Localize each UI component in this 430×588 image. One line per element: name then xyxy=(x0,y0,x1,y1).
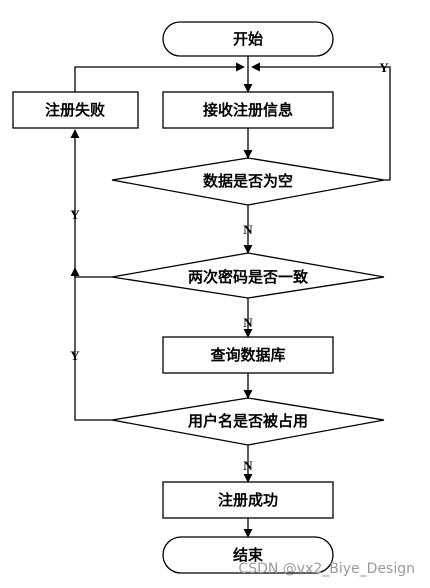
node-start: 开始 xyxy=(162,21,334,57)
node-name-check: 用户名是否被占用 xyxy=(111,397,385,446)
start-label: 开始 xyxy=(233,30,263,48)
connectors xyxy=(70,56,391,538)
receive-box xyxy=(162,91,334,129)
node-pwd-check: 两次密码是否一致 xyxy=(111,252,385,299)
query-db-label: 查询数据库 xyxy=(210,346,285,364)
edge-label-pwd-no: N xyxy=(243,315,253,330)
query-db-box xyxy=(162,336,334,374)
name-check-diamond xyxy=(111,397,385,446)
fail-label: 注册失败 xyxy=(45,101,105,119)
start-terminal xyxy=(162,21,334,57)
node-end: 结束 xyxy=(162,536,334,574)
node-success: 注册成功 xyxy=(162,481,334,519)
edge-fail-to-receive xyxy=(74,62,245,92)
edge-name-yes-to-fail xyxy=(70,267,112,421)
node-fail: 注册失败 xyxy=(12,91,139,129)
fail-box xyxy=(12,91,139,129)
node-receive: 接收注册信息 xyxy=(162,91,334,129)
watermark: CSDN @vx2_Biye_Design xyxy=(238,561,415,577)
empty-check-label: 数据是否为空 xyxy=(203,172,293,190)
edge-label-name-no: N xyxy=(243,458,253,473)
end-terminal xyxy=(162,536,334,574)
success-box xyxy=(162,481,334,519)
node-query-db: 查询数据库 xyxy=(162,336,334,374)
edge-label-pwd-yes: Y xyxy=(70,207,80,222)
receive-label: 接收注册信息 xyxy=(203,101,293,119)
edge-empty-yes-loop xyxy=(251,62,391,181)
end-label: 结束 xyxy=(233,546,264,564)
node-empty-check: 数据是否为空 xyxy=(111,157,385,206)
pwd-check-label: 两次密码是否一致 xyxy=(188,268,309,286)
edge-labels: Y N Y N Y N xyxy=(70,60,389,473)
edge-label-name-yes: Y xyxy=(70,348,80,363)
empty-check-diamond xyxy=(111,157,385,206)
edge-label-empty-yes: Y xyxy=(379,60,389,75)
name-check-label: 用户名是否被占用 xyxy=(188,412,308,430)
edge-label-empty-no: N xyxy=(243,222,253,237)
edge-pwd-yes-to-fail xyxy=(70,129,112,278)
pwd-check-diamond xyxy=(111,252,385,299)
success-label: 注册成功 xyxy=(218,491,278,509)
